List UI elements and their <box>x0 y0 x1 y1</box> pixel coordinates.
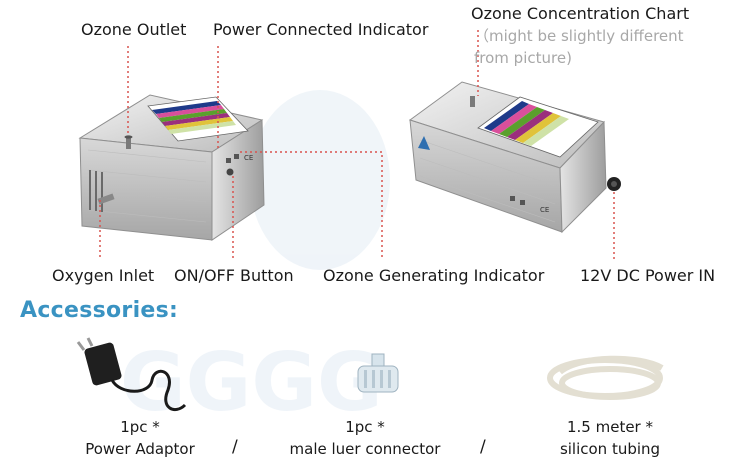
leader-lines <box>99 30 615 260</box>
svg-text:CE: CE <box>244 154 253 162</box>
power-adaptor-image <box>76 337 187 411</box>
power-in-label: 12V DC Power IN <box>580 266 716 285</box>
separator: / <box>232 437 238 457</box>
accessory-name: Power Adaptor <box>85 440 195 458</box>
svg-text:CE: CE <box>540 206 549 214</box>
right-device: CE <box>408 81 621 234</box>
accessory-name: silicon tubing <box>559 440 661 458</box>
chart-note-line1: （might be slightly different <box>474 27 684 45</box>
accessory-luer-connector: 1pc * male luer connector <box>270 416 460 460</box>
ozone-indicator-label: Ozone Generating Indicator <box>323 266 545 285</box>
chart-title-label: Ozone Concentration Chart <box>471 4 690 23</box>
ozone-outlet-label: Ozone Outlet <box>81 20 187 39</box>
accessory-qty: 1pc * <box>345 418 385 436</box>
power-indicator-label: Power Connected Indicator <box>213 20 429 39</box>
oxygen-inlet-label: Oxygen Inlet <box>52 266 155 285</box>
accessory-qty: 1pc * <box>120 418 160 436</box>
luer-connector-image <box>357 353 399 393</box>
accessory-silicon-tubing: 1.5 meter * silicon tubing <box>540 416 680 460</box>
watermark: GGGG <box>120 90 390 429</box>
accessories-title: Accessories: <box>20 298 179 323</box>
left-device: CE <box>78 94 265 241</box>
chart-note-line2: from picture) <box>474 49 572 67</box>
accessory-name: male luer connector <box>289 440 441 458</box>
separator: / <box>480 437 486 457</box>
svg-text:GGGG: GGGG <box>120 336 383 429</box>
accessory-power-adaptor: 1pc * Power Adaptor <box>70 416 210 460</box>
silicon-tubing-image <box>547 355 664 400</box>
accessory-qty: 1.5 meter * <box>566 418 653 436</box>
onoff-button-label: ON/OFF Button <box>174 266 294 285</box>
